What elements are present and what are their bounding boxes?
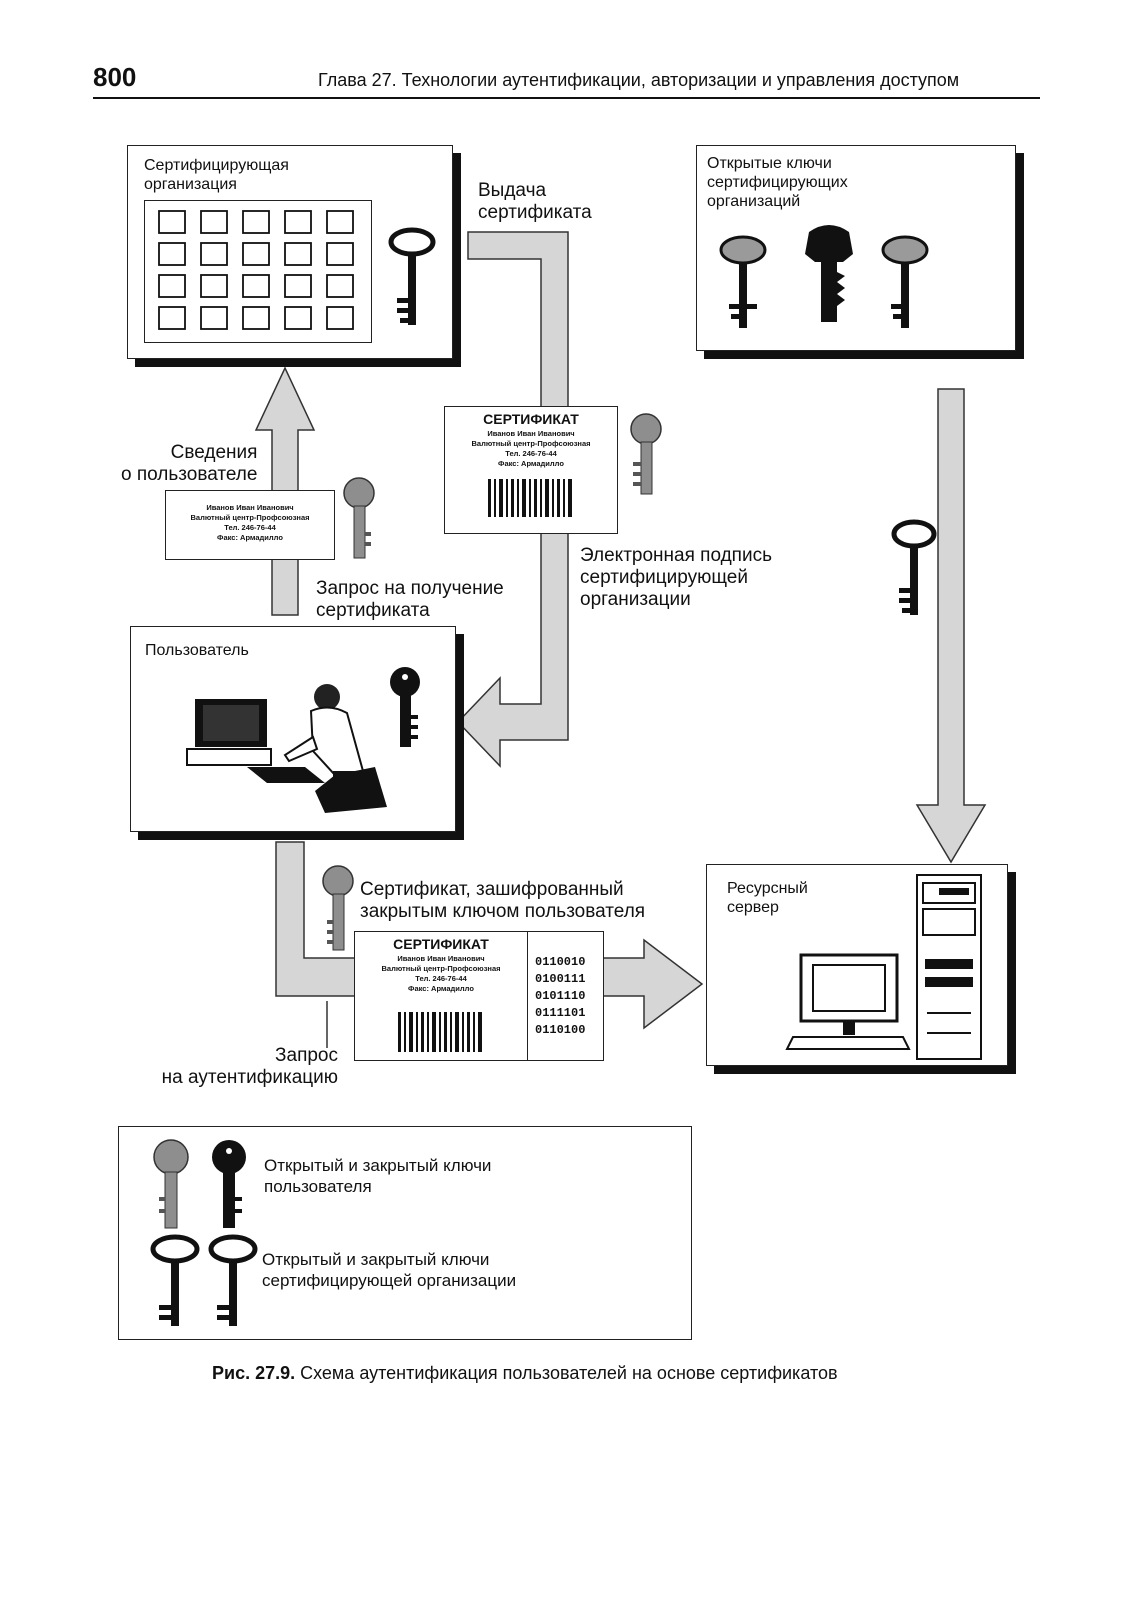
- legend-user-public-key-icon: [153, 1139, 189, 1229]
- ca-key-gray-icon: [719, 235, 767, 328]
- encrypted-cert-label: Сертификат, зашифрованный закрытым ключо…: [360, 879, 646, 922]
- legend-ca-public-key-icon: [150, 1234, 200, 1326]
- server-tower-icon: [916, 874, 982, 1060]
- encrypted-cert-name: Иванов Иван Иванович: [397, 954, 485, 963]
- public-keys-label: Открытые ключи сертифицирующих организац…: [707, 155, 848, 210]
- user-info-card: Иванов Иван Иванович Валютный центр-Проф…: [165, 490, 335, 560]
- auth-request-label: Запрос на аутентификацию: [161, 1045, 338, 1088]
- encrypted-bits: 0110010 0100111 0101110 0111101 0110100: [535, 954, 585, 1039]
- desktop-computer-icon: [785, 953, 911, 1050]
- legend-user-private-key-icon: [212, 1140, 246, 1228]
- legend-user-keys-text: Открытый и закрытый ключи пользователя: [264, 1156, 492, 1196]
- issue-label: Выдача сертификата: [478, 180, 592, 223]
- ca-box: Сертифицирующая организация: [127, 145, 453, 359]
- barcode-icon: [488, 479, 572, 517]
- signature-label: Электронная подпись сертифицирующей орга…: [580, 545, 772, 610]
- public-keys-box: Открытые ключи сертифицирующих организац…: [696, 145, 1016, 351]
- cert-signature-key-icon: [630, 413, 662, 495]
- public-key-arrow: [915, 388, 987, 864]
- signed-cert-phone: Тел. 246-76-44: [505, 449, 557, 458]
- signed-cert-title: СЕРТИФИКАТ: [483, 411, 579, 427]
- user-private-key-icon: [390, 667, 420, 747]
- cert-request-label: Запрос на получение сертификата: [316, 578, 504, 621]
- signed-cert-name: Иванов Иван Иванович: [487, 429, 575, 438]
- figure-number: Рис. 27.9.: [212, 1363, 296, 1383]
- encrypted-cert-fax: Факс: Армадилло: [408, 984, 474, 993]
- user-info-phone: Тел. 246-76-44: [224, 523, 276, 532]
- ca-key-gray-icon-2: [881, 235, 929, 328]
- legend-ca-keys-text: Открытый и закрытый ключи сертифицирующе…: [262, 1250, 517, 1290]
- bits-line: 0110100: [535, 1023, 586, 1037]
- house-key-icon: [805, 225, 853, 322]
- user-info-fax: Факс: Армадилло: [217, 533, 283, 542]
- user-info-org: Валютный центр-Профсоюзная: [190, 513, 310, 522]
- figure-caption: Рис. 27.9. Схема аутентификация пользова…: [212, 1363, 838, 1384]
- ca-grid: [144, 200, 372, 343]
- encrypted-certificate: СЕРТИФИКАТ Иванов Иван Иванович Валютный…: [354, 931, 604, 1061]
- ca-box-label: Сертифицирующая организация: [144, 157, 289, 193]
- barcode-icon-2: [398, 1012, 482, 1052]
- user-box: Пользователь: [130, 626, 456, 832]
- legend: Открытый и закрытый ключи пользователя О…: [118, 1126, 692, 1340]
- encrypted-cert-phone: Тел. 246-76-44: [415, 974, 467, 983]
- encrypted-cert-title: СЕРТИФИКАТ: [393, 936, 489, 952]
- bits-line: 0110010: [535, 955, 586, 969]
- bits-line: 0101110: [535, 989, 586, 1003]
- chapter-title: Глава 27. Технологии аутентификации, авт…: [318, 70, 960, 90]
- server-box: Ресурсный сервер: [706, 864, 1008, 1066]
- signed-cert-fax: Факс: Армадилло: [498, 459, 564, 468]
- legend-ca-private-key-icon: [208, 1234, 258, 1326]
- bits-line: 0111101: [535, 1006, 586, 1020]
- user-public-key-icon-2: [322, 865, 354, 951]
- server-box-label: Ресурсный сервер: [727, 880, 808, 916]
- user-public-key-icon: [343, 477, 375, 559]
- page-number: 800: [93, 62, 137, 92]
- figure-caption-text: Схема аутентификация пользователей на ос…: [295, 1363, 838, 1383]
- signed-certificate: СЕРТИФИКАТ Иванов Иван Иванович Валютный…: [444, 406, 618, 534]
- bits-line: 0100111: [535, 972, 586, 986]
- user-info-label: Сведения о пользователе: [121, 442, 258, 485]
- header-rule: [93, 97, 1040, 99]
- encrypted-cert-org: Валютный центр-Профсоюзная: [381, 964, 501, 973]
- signed-cert-org: Валютный центр-Профсоюзная: [471, 439, 591, 448]
- ca-grid-cells: [158, 210, 354, 330]
- user-box-label: Пользователь: [145, 642, 249, 659]
- ca-open-key-floating-icon: [891, 519, 937, 615]
- user-info-name: Иванов Иван Иванович: [206, 503, 294, 512]
- user-at-computer-icon: [186, 684, 387, 813]
- ca-open-key-icon: [388, 227, 436, 325]
